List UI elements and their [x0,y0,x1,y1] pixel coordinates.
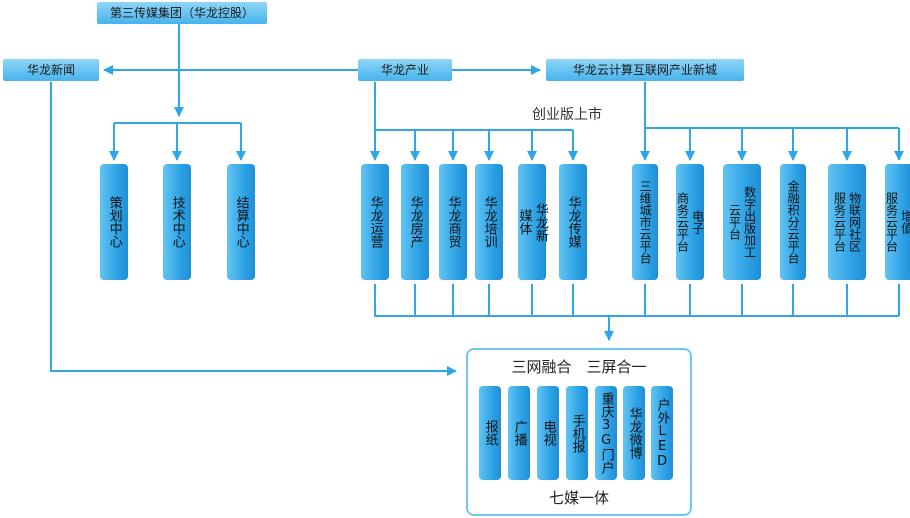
industry-box-label: 华龙培训 [481,196,497,248]
cloud-platform-box-4: 金融积分云平台 [780,164,806,280]
media-box-label: 华龙微博 [626,407,642,459]
cloud-platform-box-1: 三维城市云平台 [632,164,658,280]
news-center-box-2: 技术中心 [163,164,191,280]
convergence-footer: 七媒一体 [548,489,609,507]
gem-listing-label: 创业版上市 [532,107,602,123]
media-box-2: 广播 [508,386,530,480]
convergence-title: 三网融合 三屏合一 [511,358,647,376]
cloud-platform-box-label: 增值 [899,210,910,234]
cloud-platform-box-label: 电子 [690,210,705,234]
media-box-5: 重庆3G门户 [595,386,617,480]
cloud-platform-box-3: 数字出版加工云平台 [723,164,761,280]
cloud-city-node: 华龙云计算互联网产业新城 [546,59,744,81]
industry-box-4: 华龙培训 [475,164,503,280]
cloud-platform-box-label: 服务云平台 [884,192,899,252]
industry-box-label: 华龙房产 [407,196,423,248]
news-center-box-3: 结算中心 [227,164,255,280]
industry-box-label: 华龙传媒 [565,196,581,248]
industry-box-label: 媒体 [516,209,532,235]
news-center-box-1: 策划中心 [100,164,128,280]
media-box-1: 报纸 [479,386,501,480]
industry-node: 华龙产业 [358,59,452,81]
cloud-platform-box-label: 商务云平台 [675,192,690,252]
industry-box-6: 华龙传媒 [559,164,587,280]
cloud-platform-box-2: 电子商务云平台 [675,164,705,280]
cloud-platform-box-5: 物联网社区服务云平台 [828,164,866,280]
cloud-platform-box-label: 物联网社区 [847,192,862,252]
news-center-box-label: 策划中心 [106,196,122,248]
news-center-box-label: 技术中心 [169,196,185,248]
industry-box-label: 华龙新 [532,202,548,242]
media-box-label: 报纸 [482,420,498,446]
media-box-3: 电视 [537,386,559,480]
industry-box-3: 华龙商贸 [439,164,467,280]
cloud-platform-box-label: 云平台 [727,204,742,240]
media-box-label: 户外LED [654,397,670,469]
root-node: 第三传媒集团（华龙控股） [97,2,267,24]
cloud-platform-box-label: 金融积分云平台 [786,180,801,264]
industry-box-5: 华龙新媒体 [516,164,548,280]
media-box-7: 户外LED [651,386,673,480]
cloud-platform-box-label: 数字出版加工 [742,186,757,258]
news-node: 华龙新闻 [3,59,99,81]
industry-box-1: 华龙运营 [361,164,389,280]
cloud-platform-box-6: 增值服务云平台 [885,164,910,280]
media-box-label: 手机报 [569,413,585,453]
media-box-label: 广播 [511,420,527,446]
media-box-6: 华龙微博 [623,386,645,480]
media-box-label: 电视 [540,420,556,446]
industry-box-2: 华龙房产 [401,164,429,280]
industry-box-label: 华龙商贸 [445,196,461,248]
cloud-platform-box-label: 服务云平台 [832,192,847,252]
news-center-box-label: 结算中心 [233,196,249,248]
cloud-platform-box-label: 三维城市云平台 [638,180,653,264]
industry-box-label: 华龙运营 [367,196,383,248]
media-box-label: 重庆3G门户 [598,392,614,474]
media-box-4: 手机报 [566,386,588,480]
